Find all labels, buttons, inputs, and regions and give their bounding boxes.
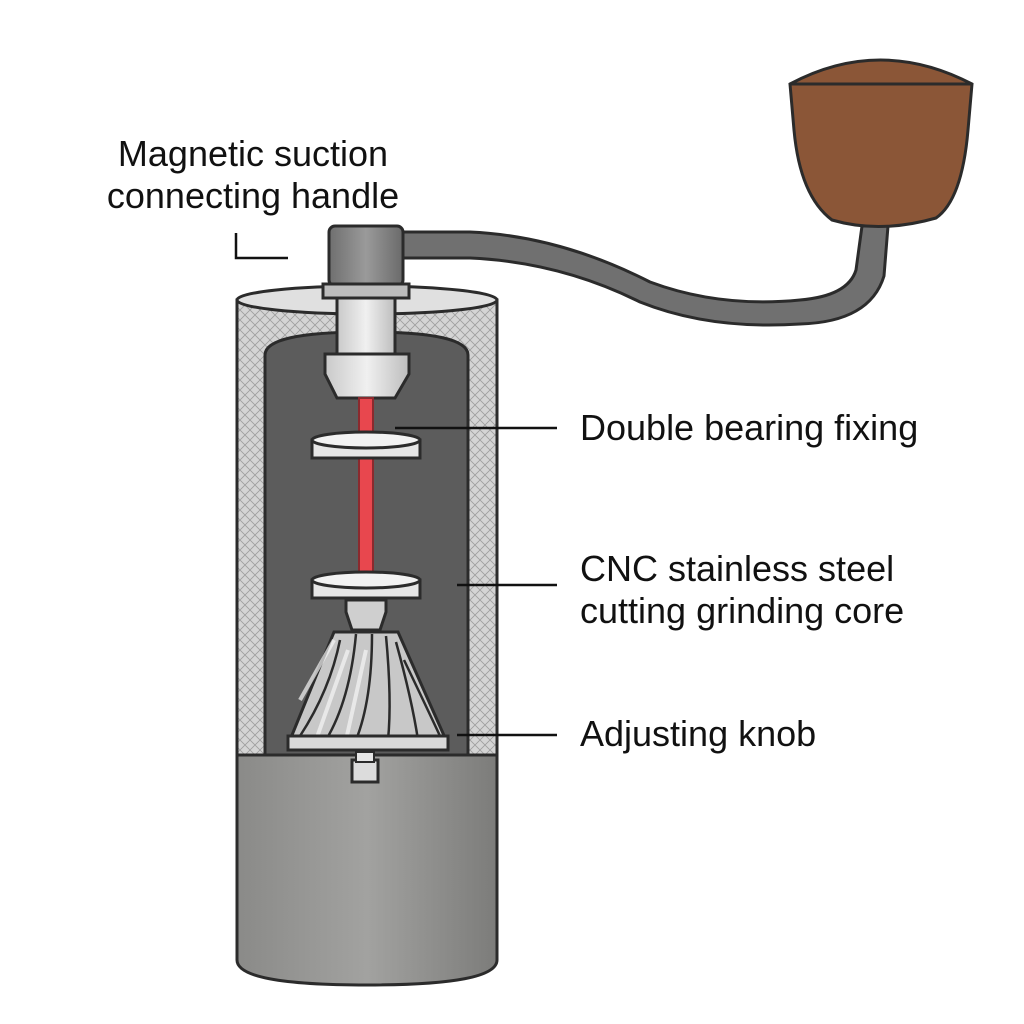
label-knob-text: Adjusting knob: [580, 713, 817, 754]
label-adjusting-knob: Adjusting knob: [580, 713, 816, 755]
label-cnc-line-1: CNC stainless steel: [580, 548, 895, 589]
crank-arm: [393, 224, 890, 327]
magnetic-connector: [327, 224, 405, 288]
grinder-lower-body: [235, 743, 499, 987]
drive-shaft: [358, 397, 374, 581]
label-magnetic-line-2: connecting handle: [106, 175, 400, 216]
label-magnetic-handle: Magnetic suction connecting handle: [88, 133, 418, 217]
label-bearing-text: Double bearing fixing: [580, 407, 919, 448]
label-cnc-core: CNC stainless steel cutting grinding cor…: [580, 548, 904, 632]
label-double-bearing: Double bearing fixing: [580, 407, 918, 449]
conical-burr: [286, 630, 450, 752]
label-cnc-line-2: cutting grinding core: [580, 590, 905, 631]
upper-bearing: [310, 430, 422, 460]
leader-magnetic: [234, 233, 288, 260]
label-magnetic-line-1: Magnetic suction: [117, 133, 389, 174]
lower-bearing: [310, 570, 422, 600]
adjusting-knob: [350, 758, 380, 784]
crank-knob: [788, 58, 974, 229]
